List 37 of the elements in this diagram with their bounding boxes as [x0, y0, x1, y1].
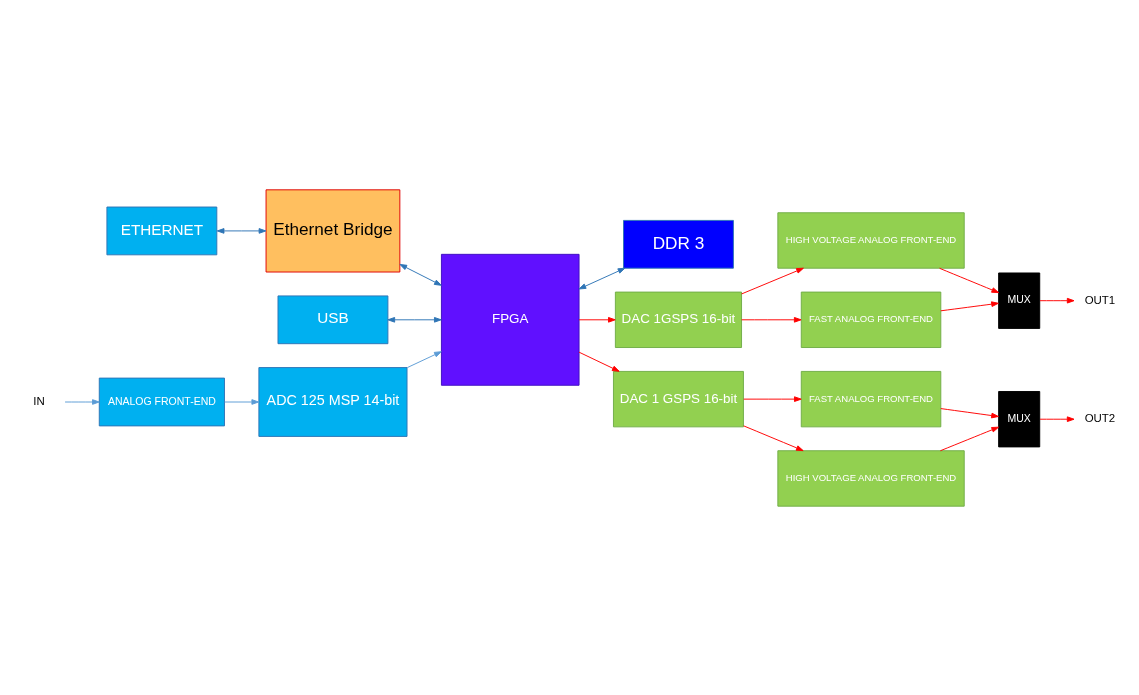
node-box: DAC 1GSPS 16-bit — [614, 291, 742, 348]
arrow — [939, 426, 1000, 451]
node-text: OUT1 — [1084, 293, 1116, 306]
node-box: FAST ANALOG FRONT-END — [800, 370, 942, 427]
node-text: IN — [33, 394, 45, 407]
arrow — [743, 424, 804, 451]
arrow — [940, 300, 999, 311]
arrow — [387, 316, 442, 323]
arrow — [939, 267, 1000, 293]
arrow — [1039, 297, 1075, 303]
node-box: ADC 125 MSP 14-bit — [258, 366, 408, 437]
node-box: USB — [277, 294, 389, 344]
node-box: HIGH VOLTAGE ANALOG FRONT-END — [777, 211, 965, 269]
arrow — [216, 227, 267, 234]
node-box: DDR 3 — [623, 219, 734, 269]
arrow — [224, 398, 260, 405]
arrow — [1039, 415, 1075, 422]
node-box: Ethernet Bridge — [265, 188, 401, 272]
node-text: OUT2 — [1084, 411, 1116, 424]
node-box: ETHERNET — [106, 206, 218, 255]
node-box: ANALOG FRONT-END — [98, 377, 225, 426]
arrow — [406, 350, 442, 368]
node-box: MUX — [998, 272, 1041, 329]
arrow — [940, 407, 999, 418]
arrow — [64, 398, 100, 405]
arrow — [741, 267, 804, 294]
arrow — [741, 316, 802, 323]
node-box: DAC 1 GSPS 16-bit — [613, 370, 744, 427]
arrow — [578, 316, 616, 323]
node-box: MUX — [998, 390, 1041, 447]
node-box: FPGA — [440, 253, 580, 386]
node-box: FAST ANALOG FRONT-END — [800, 291, 942, 348]
arrow — [399, 263, 442, 286]
node-box: HIGH VOLTAGE ANALOG FRONT-END — [777, 449, 965, 507]
arrow — [578, 351, 620, 372]
arrow — [578, 267, 626, 289]
arrow — [743, 395, 802, 402]
